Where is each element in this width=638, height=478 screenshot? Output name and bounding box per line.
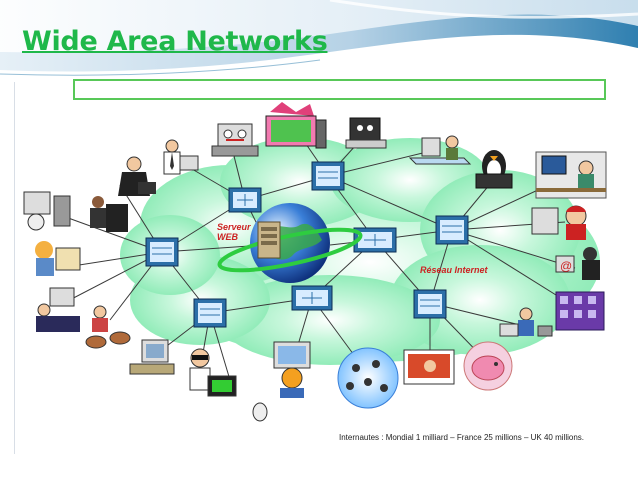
email-user-icon: @ [555, 247, 600, 280]
building-icon [555, 291, 605, 331]
old-pc-icon [129, 339, 175, 375]
sunglasses-man-icon [189, 348, 237, 397]
drummer-icon [85, 305, 131, 349]
piggy-bank-icon [463, 341, 513, 391]
internet-users-footnote: Internautes : Mondial 1 milliard – Franc… [339, 433, 584, 442]
people-globe-icon [337, 347, 399, 409]
penguin-laptop-icon [475, 150, 513, 189]
robot-walker-icon [273, 341, 311, 398]
svg-text:@: @ [560, 259, 572, 273]
web-server-label: Serveur WEB [217, 222, 251, 242]
desk-user-icon [535, 151, 607, 199]
web-server-label-line2: WEB [217, 232, 238, 242]
header-wave-decoration [0, 0, 638, 76]
phone-man-icon [118, 156, 156, 196]
internet-network-label: Réseau Internet [420, 265, 488, 275]
router-node [353, 227, 397, 253]
tie-man-icon [163, 139, 199, 175]
left-margin-rule [14, 82, 15, 454]
router-node [413, 289, 447, 319]
robot-computer-icon [23, 191, 71, 231]
slide-title: Wide Area Networks [22, 26, 328, 57]
office-worker-icon [408, 135, 472, 165]
web-server-label-line1: Serveur [217, 222, 251, 232]
router-node [311, 161, 345, 191]
router-node [193, 298, 227, 328]
router-node [145, 237, 179, 267]
red-hair-user-icon [531, 205, 587, 240]
computer-user-icon [36, 287, 80, 332]
computer-head-icon [403, 349, 455, 385]
computer-face-icon [345, 117, 387, 149]
fax-robot-icon [211, 123, 259, 157]
router-node [291, 285, 333, 311]
mouse-icon [252, 402, 268, 422]
web-server-globe-icon [217, 203, 363, 283]
woman-computer-icon [35, 241, 81, 276]
subtitle-box [73, 79, 606, 100]
monster-computer-icon [265, 102, 327, 149]
router-node [228, 187, 262, 213]
router-nodes [145, 161, 469, 328]
typing-user-icon [90, 196, 128, 232]
man-walking-laptop-icon [499, 307, 553, 337]
router-node [435, 215, 469, 245]
